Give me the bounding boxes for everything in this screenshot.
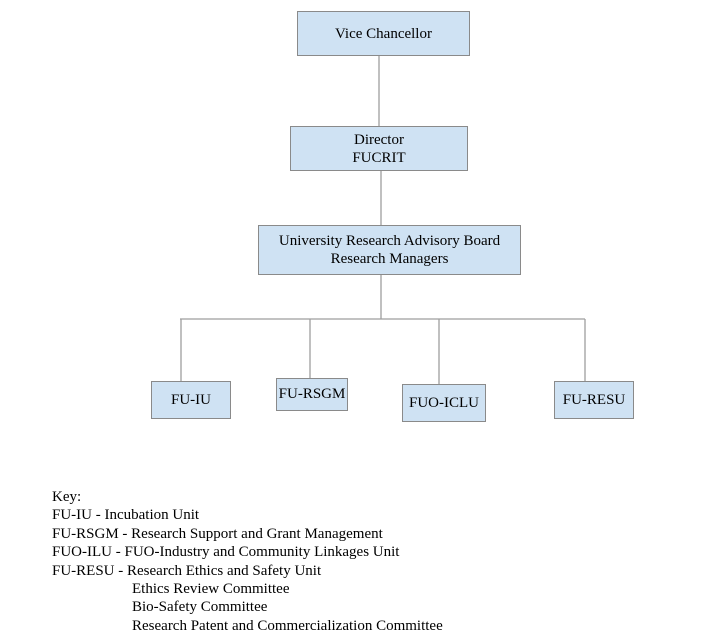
node-sublabel: FUCRIT bbox=[352, 149, 406, 166]
node-label: University Research Advisory Board bbox=[278, 233, 501, 249]
legend-entry: FU-IU - Incubation Unit bbox=[52, 507, 200, 524]
legend-sub-entry: Research Patent and Commercialization Co… bbox=[132, 617, 443, 634]
node-fuo-iclu: FUO-ICLU bbox=[402, 384, 486, 422]
node-vice-chancellor: Vice Chancellor bbox=[297, 11, 470, 56]
legend-sub-entry: Ethics Review Committee bbox=[132, 581, 290, 598]
node-fu-rsgm: FU-RSGM bbox=[276, 378, 348, 411]
legend-sub-entry: Bio-Safety Committee bbox=[132, 599, 268, 616]
legend-entry: FU-RSGM - Research Support and Grant Man… bbox=[52, 525, 383, 542]
node-research-advisory-board: University Research Advisory Board Resea… bbox=[258, 225, 521, 275]
node-director: Director FUCRIT bbox=[290, 126, 468, 171]
legend-title: Key: bbox=[52, 489, 82, 505]
legend-entry: FU-RESU - Research Ethics and Safety Uni… bbox=[52, 562, 322, 579]
node-fu-iu: FU-IU bbox=[151, 381, 231, 419]
node-label: FUO-ICLU bbox=[409, 395, 479, 411]
node-label: FU-RSGM bbox=[278, 386, 346, 402]
legend-key: Key: FU-IU - Incubation Unit FU-RSGM - R… bbox=[52, 488, 443, 635]
node-label: FU-IU bbox=[171, 392, 211, 408]
node-sublabel: Research Managers bbox=[330, 251, 449, 267]
node-label: Vice Chancellor bbox=[335, 25, 432, 42]
node-label: FU-RESU bbox=[562, 392, 626, 408]
legend-entry: FUO-ILU - FUO-Industry and Community Lin… bbox=[52, 544, 400, 561]
node-label: Director bbox=[354, 131, 404, 148]
node-fu-resu: FU-RESU bbox=[554, 381, 634, 419]
